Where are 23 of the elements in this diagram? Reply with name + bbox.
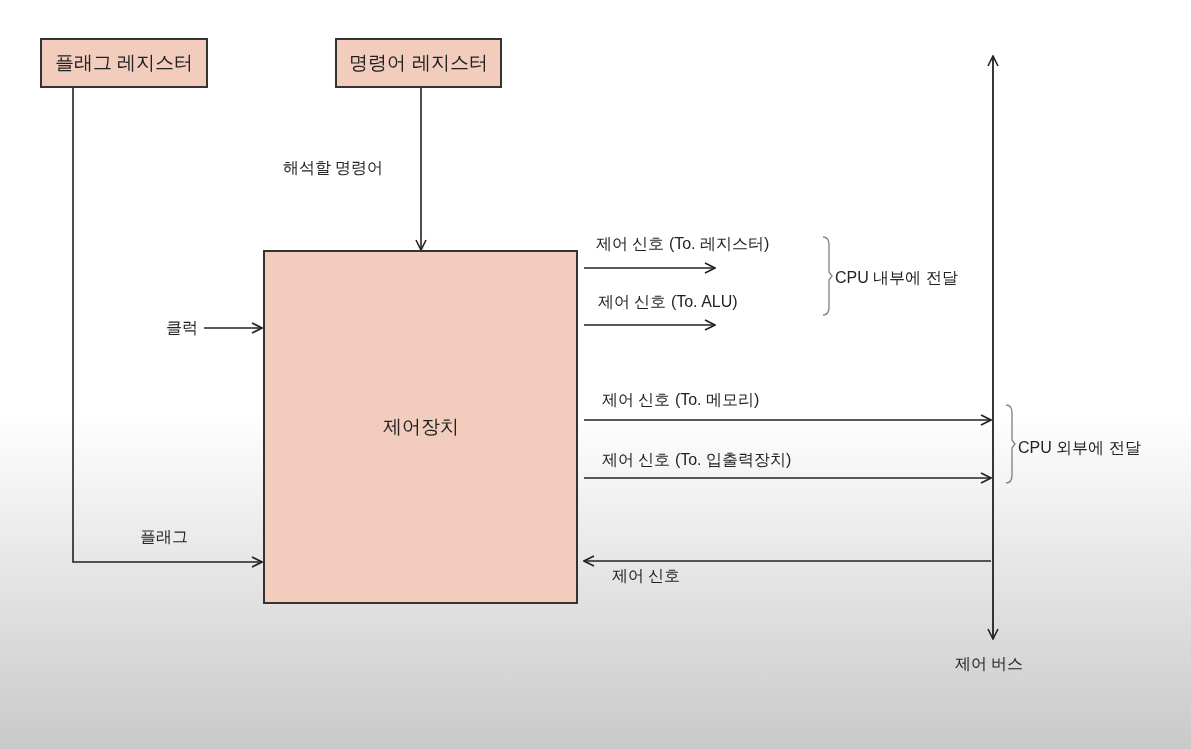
note-label: CPU 내부에 전달 [835, 268, 958, 288]
arrow [583, 472, 992, 484]
edge-label: 제어 신호 (To. 메모리) [602, 390, 760, 410]
clock-label: 클럭 [166, 318, 198, 338]
arrow [72, 87, 263, 568]
control-unit-box: 제어장치 [263, 250, 578, 604]
edge-label: 제어 신호 (To. ALU) [598, 292, 738, 312]
edge-label: 해석할 명령어 [283, 158, 384, 178]
arrow [583, 262, 716, 274]
arrow [203, 322, 263, 334]
register-box: 플래그 레지스터 [40, 38, 208, 88]
edge-label: 제어 신호 [612, 566, 681, 586]
edge-label: 제어 신호 (To. 레지스터) [596, 234, 770, 254]
bus-label: 제어 버스 [955, 654, 1024, 674]
edge-label: 제어 신호 (To. 입출력장치) [602, 450, 792, 470]
note-label: CPU 외부에 전달 [1018, 438, 1141, 458]
arrow [583, 319, 716, 331]
register-box: 명령어 레지스터 [335, 38, 502, 88]
arrow [415, 87, 427, 251]
edge-label: 플래그 [140, 527, 188, 547]
arrow [583, 555, 992, 567]
arrow [583, 414, 992, 426]
bus-line [985, 55, 1001, 640]
